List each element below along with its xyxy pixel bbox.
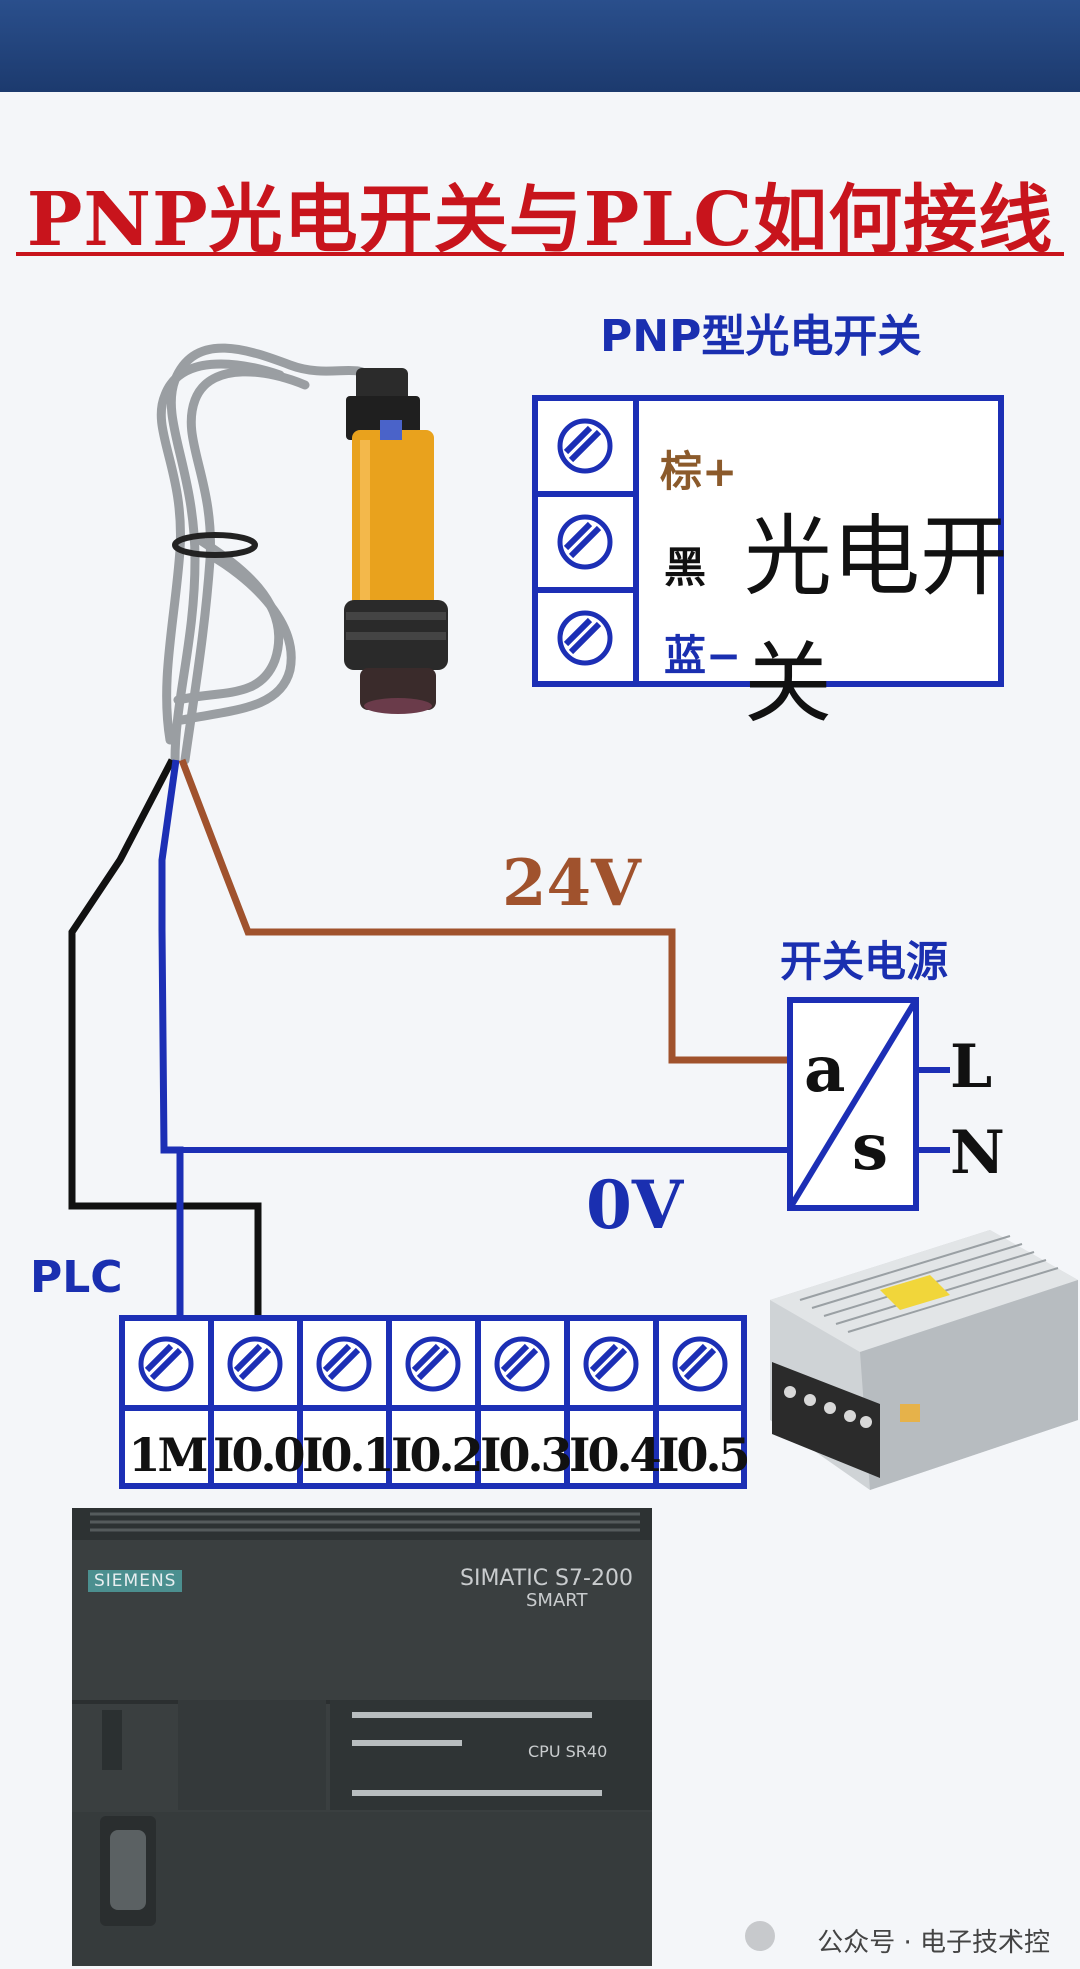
- top-banner: [0, 0, 1080, 92]
- psu-input-n: N: [950, 1118, 1005, 1188]
- brown-wire: [178, 758, 790, 1064]
- cable-tie: [172, 532, 258, 558]
- terminal-brown-label: 棕+: [660, 447, 738, 496]
- photoelectric-sensor: [344, 368, 448, 714]
- plc-terminal-i05: I0.5: [658, 1428, 751, 1482]
- plc-unit: [72, 1508, 652, 1966]
- terminal-black-label: 黑: [664, 543, 707, 592]
- sensor-type-label: PNP型光电开关: [600, 311, 922, 362]
- sensor-name: 光电开关: [744, 505, 1009, 735]
- wire-label-24v: 24V: [502, 846, 641, 921]
- footer-account: 公众号 · 电子技术控: [817, 1928, 1050, 1958]
- plc-terminal-1m: 1M: [128, 1428, 209, 1482]
- psu-symbol-s: s: [852, 1110, 889, 1185]
- sensor-terminal-box: [532, 395, 1004, 687]
- psu-symbol-a: a: [804, 1032, 846, 1107]
- psu-input-l: L: [950, 1032, 993, 1102]
- plc-terminal-i03: I0.3: [480, 1428, 573, 1482]
- plc-label: PLC: [30, 1252, 123, 1303]
- plc-brand: SIEMENS: [88, 1570, 183, 1592]
- page-title: PNP光电开关与PLC如何接线: [26, 177, 1054, 263]
- terminal-blue-label: 蓝−: [664, 631, 742, 680]
- power-supply-unit: [770, 1230, 1078, 1490]
- plc-terminal-i01: I0.1: [302, 1428, 395, 1482]
- plc-cpu: CPU SR40: [528, 1742, 608, 1761]
- wire-label-0v: 0V: [586, 1166, 684, 1244]
- blue-wire: [158, 759, 184, 1322]
- psu-symbol: [787, 997, 950, 1211]
- title-underline: [16, 252, 1064, 256]
- wechat-icon: [745, 1921, 775, 1951]
- psu-label: 开关电源: [780, 937, 949, 986]
- plc-terminal-block: [119, 1315, 747, 1489]
- black-wire: [68, 758, 262, 1322]
- plc-terminal-i00: I0.0: [213, 1428, 306, 1482]
- plc-terminal-i04: I0.4: [569, 1428, 662, 1482]
- plc-model-sub: SMART: [526, 1590, 588, 1611]
- plc-model: SIMATIC S7-200: [460, 1566, 633, 1591]
- plc-terminal-i02: I0.2: [391, 1428, 484, 1482]
- sensor-cable: [156, 343, 377, 765]
